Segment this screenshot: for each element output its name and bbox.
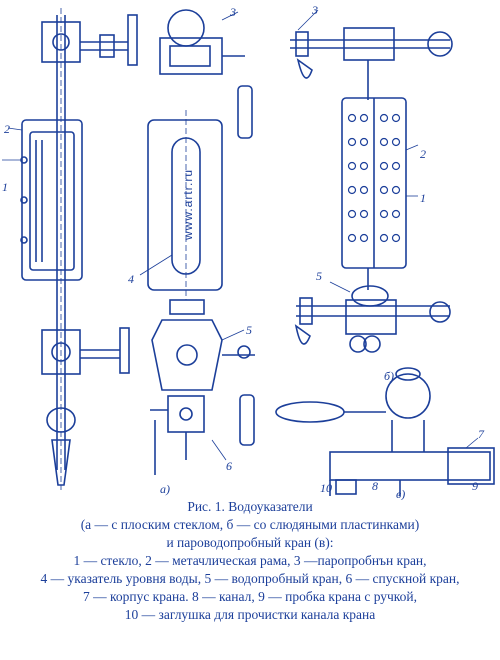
gauge-b-drawing [290, 27, 453, 353]
part-label-5-a: 5 [246, 323, 252, 337]
subfig-label-a: а) [160, 482, 170, 496]
caption-line-5: 4 — указатель уровня воды, 5 — водопробн… [40, 571, 460, 586]
caption-line-4: 1 — стекло, 2 — метачлическая рама, 3 —п… [73, 553, 427, 568]
part-label-4: 4 [128, 272, 134, 286]
part-label-7: 7 [478, 427, 485, 441]
part-label-1-b: 1 [420, 191, 426, 205]
part-label-9: 9 [472, 479, 478, 493]
part-label-6: 6 [226, 459, 232, 473]
part-label-3-b: 3 [311, 3, 318, 17]
gauge-a-drawing [2, 8, 138, 490]
test-cock-c-drawing [275, 367, 495, 496]
caption-line-6: 7 — корпус крана. 8 — канал, 9 — пробка … [82, 589, 418, 604]
part-label-3-a: 3 [229, 5, 236, 19]
part-label-10: 10 [320, 481, 332, 495]
technical-figure: www.artr.ru 1 2 3 4 5 6 3 2 1 5 7 8 9 10… [2, 3, 495, 500]
gauge-a-front-drawing [147, 9, 255, 475]
part-label-2-a: 2 [4, 122, 10, 136]
part-label-5-b: 5 [316, 269, 322, 283]
part-label-1-a: 1 [2, 180, 8, 194]
watermark: www.artr.ru [181, 169, 195, 241]
part-label-8: 8 [372, 479, 378, 493]
caption-line-3: и пароводопробный кран (в): [166, 535, 334, 550]
subfig-label-c: в) [396, 487, 405, 500]
caption-line-7: 10 — заглушка для прочистки канала крана [124, 607, 376, 622]
caption-line-2: (а — с плоским стеклом, б — со слюдяными… [80, 517, 420, 532]
caption-title: Рис. 1. Водоуказатели [187, 499, 313, 514]
subfig-label-b: б) [384, 369, 394, 383]
part-label-2-b: 2 [420, 147, 426, 161]
figure-caption: Рис. 1. Водоуказатели (а — с плоским сте… [0, 498, 500, 624]
